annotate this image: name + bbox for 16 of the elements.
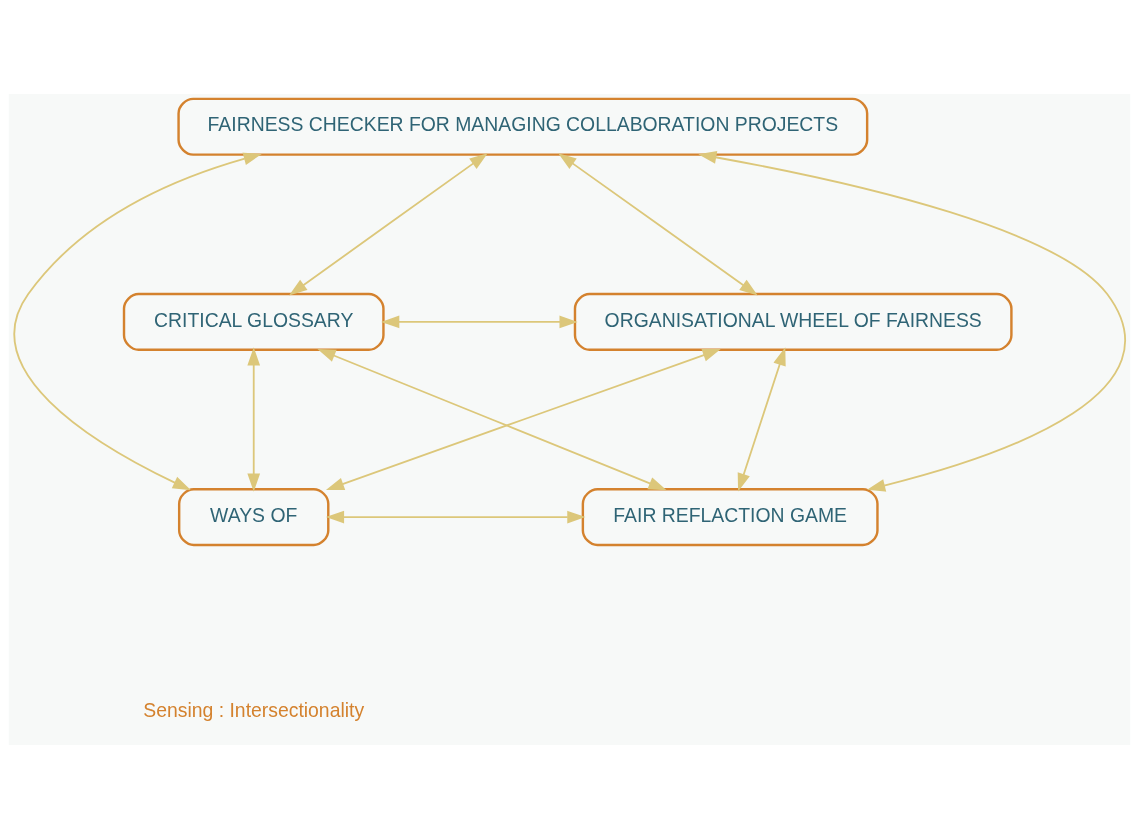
node-box: ORGANISATIONAL WHEEL OF FAIRNESS [573,292,1013,351]
arrow [247,347,261,492]
arrow [737,347,786,492]
arrow [325,510,586,524]
node-box: CRITICAL GLOSSARY [122,292,385,351]
arrow [289,153,488,296]
arrow [558,153,758,296]
label: Sensing : Intersectionality [143,698,365,721]
node-box: FAIR REFLACTION GAME [581,488,879,547]
arrow [317,348,667,491]
arrow [325,349,721,491]
arrow [13,152,262,491]
node-box: FAIRNESS CHECKER FOR MANAGING COLLABORATION PROJECTS [177,97,869,156]
arrow [381,315,578,329]
arrow [698,151,1127,492]
node-box: WAYS OF [177,488,330,547]
